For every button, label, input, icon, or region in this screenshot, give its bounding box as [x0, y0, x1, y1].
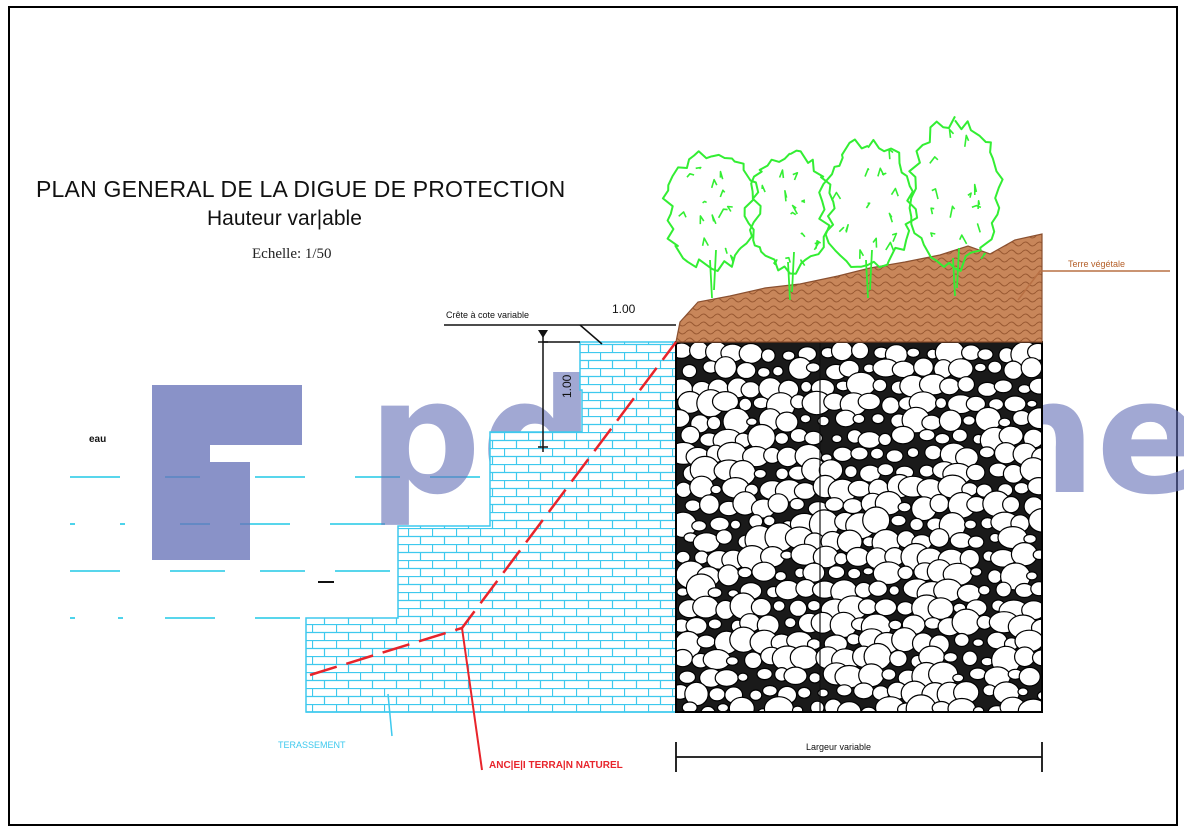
water-lines — [70, 476, 480, 619]
rock-stones — [676, 342, 1042, 712]
ancien-terrain-label: ANC|E|I TERRA|N NATUREL — [489, 760, 623, 771]
crest-dimension — [444, 324, 676, 452]
terre-vegetale-label: Terre végétale — [1068, 259, 1126, 269]
terrassement-label: TERASSEMENT — [278, 740, 346, 750]
terrassement-leader — [387, 693, 393, 737]
largeur-dimension — [675, 742, 1043, 772]
ancien-terrain-leader — [461, 627, 483, 771]
largeur-label: Largeur variable — [806, 742, 872, 752]
pdfelement-watermark — [152, 385, 302, 560]
crete-label: Crête à cote variable — [446, 310, 530, 320]
drawing-frame — [8, 6, 1178, 826]
drawing-scale: Echelle: 1/50 — [252, 246, 332, 262]
dim-vertical-label: 1.00 — [560, 374, 574, 398]
vegetation-trees — [661, 115, 1004, 301]
drawing-subtitle: Hauteur var|able — [207, 207, 362, 230]
topsoil-layer — [675, 233, 1043, 343]
eau-label: eau — [89, 434, 107, 445]
drawing-title: PLAN GENERAL DE LA DIGUE DE PROTECTION — [36, 176, 566, 202]
terre-vegetale-leader — [1017, 270, 1170, 301]
dim-horizontal-label: 1.00 — [612, 302, 636, 316]
brick-embankment — [305, 341, 677, 713]
